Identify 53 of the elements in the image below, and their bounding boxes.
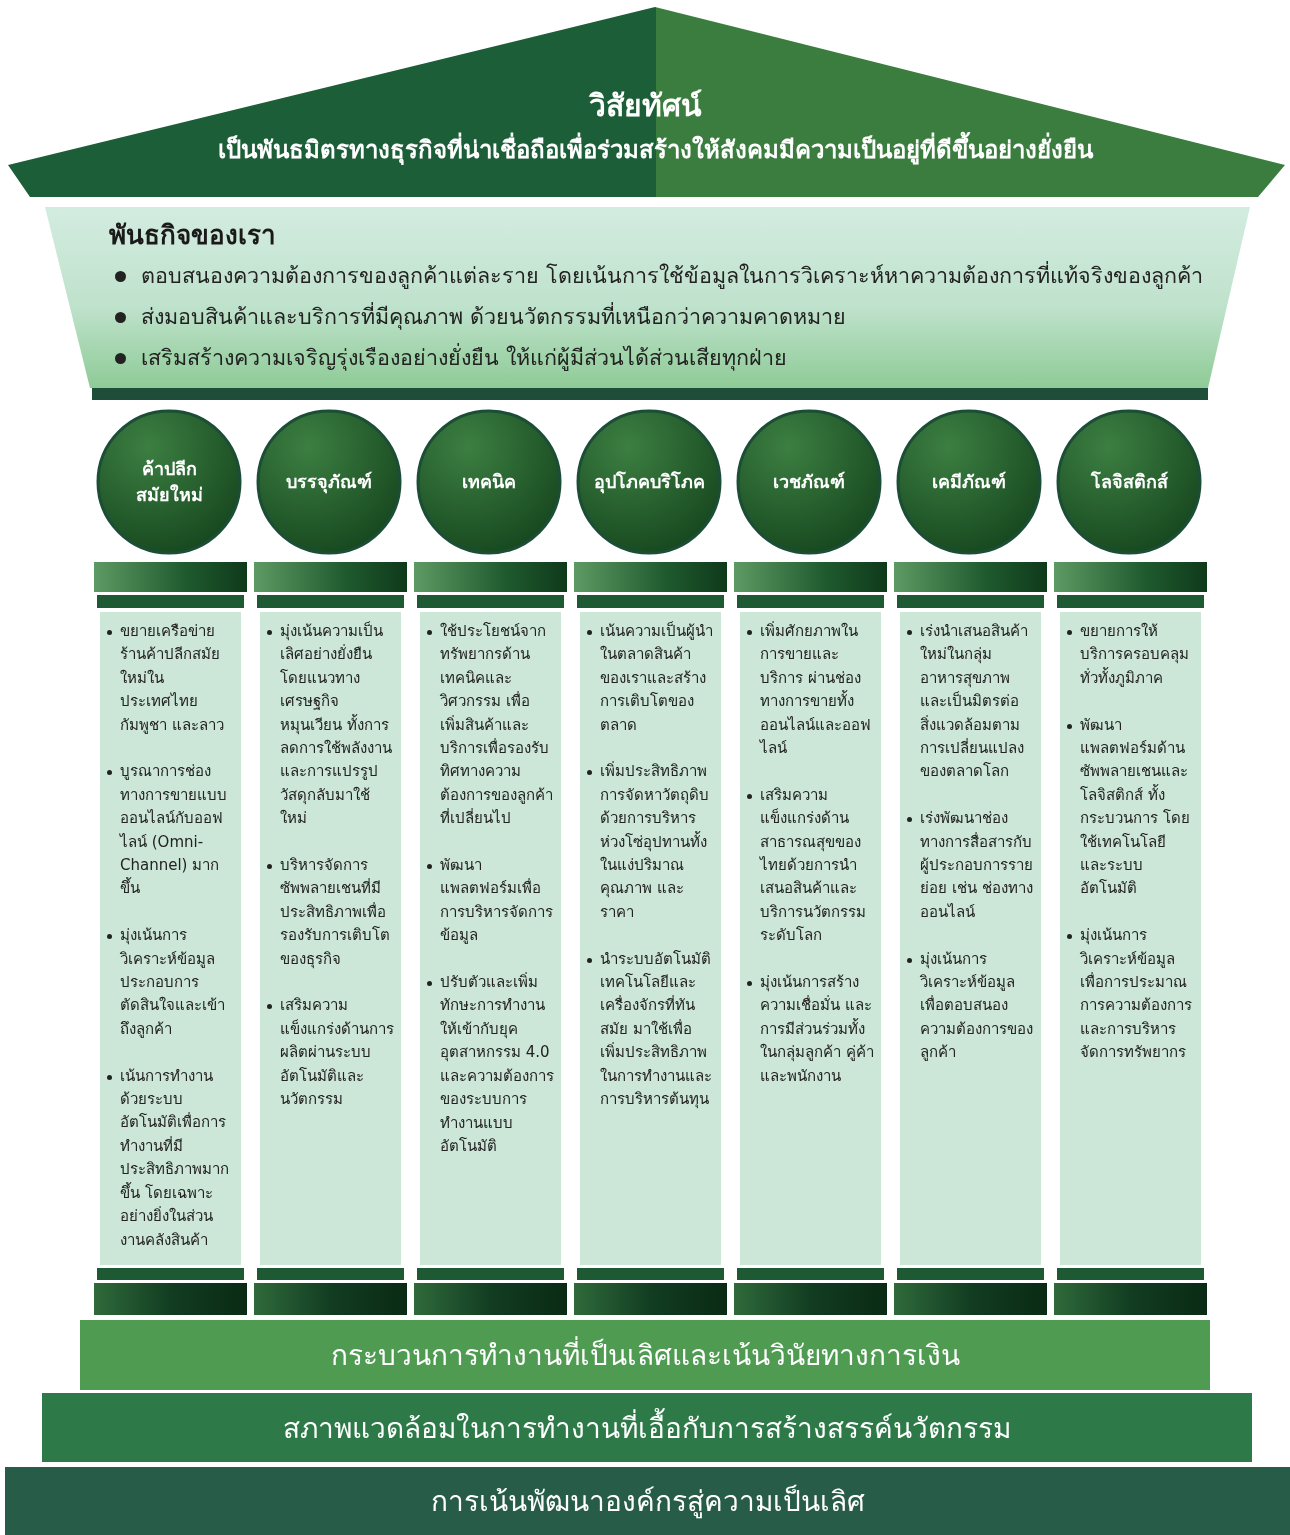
bullet-text: พัฒนาแพลตฟอร์มด้านซัพพลายเชนและโลจิสติกส์ ทั้งกระบวนการ โดยใช้เทคโนโลยี และระบบอัตโนมัติ: [1080, 714, 1191, 900]
bullet-text: เสริมความแข็งแกร่งด้านสาธารณสุขของไทยด้วยการนำเสนอสินค้าและบริการนวัตกรรมระดับโลก: [760, 784, 867, 947]
category-label: เวชภัณฑ์: [772, 470, 846, 494]
bullet-text: พัฒนาแพลตฟอร์มเพื่อการบริหารจัดการข้อมูล: [440, 855, 554, 947]
category-circle: [1056, 409, 1202, 555]
category-circle: [736, 409, 882, 555]
bullet-text: ใช้ประโยชน์จากทรัพยากรด้านเทคนิคและวิศวกรรม เพื่อเพิ่มสินค้าและบริการเพื่อรองรับทิศทางความต้องการของลูกค้าที่เปลี่ยนไป: [440, 621, 554, 830]
category-label: เคมีภัณฑ์: [931, 470, 1007, 494]
category-label: เทคนิค: [461, 470, 517, 494]
category-label: ค้าปลีกสมัยใหม่: [134, 457, 204, 507]
column-panel: [740, 612, 881, 1265]
column-panel: [100, 612, 241, 1265]
bullet-text: บูรณาการช่องทางการขายแบบออนไลน์กับออฟไลน์ (Omni-Channel) มากขึ้น: [120, 761, 228, 900]
bullet-text: เร่งพัฒนาช่องทางการสื่อสารกับผู้ประกอบการรายย่อย เช่น ช่องทางออนไลน์: [920, 808, 1034, 923]
bullet-text: มุ่งเน้นการวิเคราะห์ข้อมูลเพื่อการประมาณการความต้องการและการบริหารจัดการทรัพยากร: [1080, 925, 1193, 1064]
bullet-text: ขยายเครือข่ายร้านค้าปลีกสมัยใหม่ในประเทศไทย กัมพูชา และลาว: [120, 621, 225, 736]
foundation-band: [5, 1467, 1290, 1535]
bullet-text: เร่งนำเสนอสินค้าใหม่ในกลุ่มอาหารสุขภาพ และเป็นมิตรต่อสิ่งแวดล้อมตามการเปลี่ยนแปลงของตลาดโลก: [920, 621, 1029, 783]
heading-text: พันธกิจของเรา: [109, 219, 276, 252]
band-text: กระบวนการทำงานที่เป็นเลิศและเน้นวินัยทางการเงิน: [80, 1320, 1210, 1390]
bullet-text: เสริมความแข็งแกร่งด้านการผลิตผ่านระบบอัตโนมัติและนวัตกรรม: [280, 995, 394, 1111]
category-label: อุปโภคบริโภค: [592, 470, 706, 495]
band-text: การเน้นพัฒนาองค์กรสู่ความเป็นเลิศ: [429, 1483, 866, 1521]
bullet-text: เน้นการทำงานด้วยระบบอัตโนมัติเพื่อการทำงานที่มีประสิทธิภาพมากขึ้น โดยเฉพาะอย่างยิ่งในส่วนงานคลังสินค้า: [120, 1065, 230, 1251]
category-circle: [416, 409, 562, 555]
bullet-text: มุ่งเน้นความเป็นเลิศอย่างยั่งยืนโดยแนวทางเศรษฐกิจหมุนเวียน ทั้งการลดการใช้พลังงานและการแปรรูปวัสดุกลับมาใช้ใหม่: [280, 620, 393, 830]
bullet-text: บริหารจัดการซัพพลายเชนที่มีประสิทธิภาพเพื่อรองรับการเติบโตของธุรกิจ: [280, 855, 391, 971]
category-circle: [96, 409, 242, 555]
bullet-text: เน้นความเป็นผู้นำในตลาดสินค้าของเราและสร้างการเติบโตของตลาด: [600, 620, 714, 736]
category-circle: [256, 409, 402, 555]
bullet-text: เพิ่มศักยภาพในการขายและบริการ ผ่านช่องทางการขายทั้งออนไลน์และออฟไลน์: [760, 620, 872, 760]
bullet-text: ขยายการให้บริการครอบคลุมทั่วทั้งภูมิภาค: [1080, 621, 1190, 689]
bullet-text: ตอบสนองความต้องการของลูกค้าแต่ละราย โดยเน้นการใช้ข้อมูลในการวิเคราะห์หาความต้องการที่แท้จริงของลูกค้า: [141, 260, 1204, 291]
column-panel: [1060, 612, 1201, 1265]
band-text: สภาพแวดล้อมในการทำงานที่เอื้อกับการสร้างสรรค์นวัตกรรม: [42, 1393, 1252, 1462]
category-label: บรรจุภัณฑ์: [285, 470, 373, 495]
bullet-text: นำระบบอัตโนมัติเทคโนโลยีและเครื่องจักรที่ทันสมัย มาใช้เพื่อเพิ่มประสิทธิภาพในการทำงานและการบริหารต้นทุน: [600, 948, 713, 1111]
bullet-text: เสริมสร้างความเจริญรุ่งเรืองอย่างยั่งยืน ให้แก่ผู้มีส่วนได้ส่วนเสียทุกฝ่าย: [141, 342, 788, 373]
bullet-text: มุ่งเน้นการสร้างความเชื่อมั่น และการมีส่วนร่วมทั้งในกลุ่มลูกค้า คู่ค้า และพนักงาน: [760, 972, 874, 1087]
category-circle: [576, 409, 722, 555]
category-circle: [896, 409, 1042, 555]
bullet-text: เพิ่มประสิทธิภาพการจัดหาวัตถุดิบด้วยการบริหารห่วงโซ่อุปทานทั้งในแง่ปริมาณ คุณภาพ และราคา: [600, 760, 710, 923]
column-panel: [420, 612, 561, 1265]
column-panel: [580, 612, 721, 1265]
column-panel: [900, 612, 1041, 1265]
bullet-text: ส่งมอบสินค้าและบริการที่มีคุณภาพ ด้วยนวัตกรรมที่เหนือกว่าความคาดหมาย: [141, 301, 847, 332]
bullet-text: ปรับตัวและเพิ่มทักษะการทำงานให้เข้ากับยุคอุตสาหกรรม 4.0 และความต้องการของระบบการทำงานแบบอัตโนมัติ: [440, 971, 554, 1157]
bullet-text: มุ่งเน้นการวิเคราะห์ข้อมูลประกอบการตัดสินใจและเข้าถึงลูกค้า: [120, 925, 226, 1040]
column-panel: [260, 612, 401, 1265]
bullet-text: มุ่งเน้นการวิเคราะห์ข้อมูลเพื่อตอบสนองความต้องการของลูกค้า: [920, 948, 1034, 1064]
category-label: โลจิสติกส์: [1089, 470, 1169, 494]
title-text: วิสัยทัศน์: [587, 87, 703, 125]
mission-panel: [45, 207, 1250, 389]
